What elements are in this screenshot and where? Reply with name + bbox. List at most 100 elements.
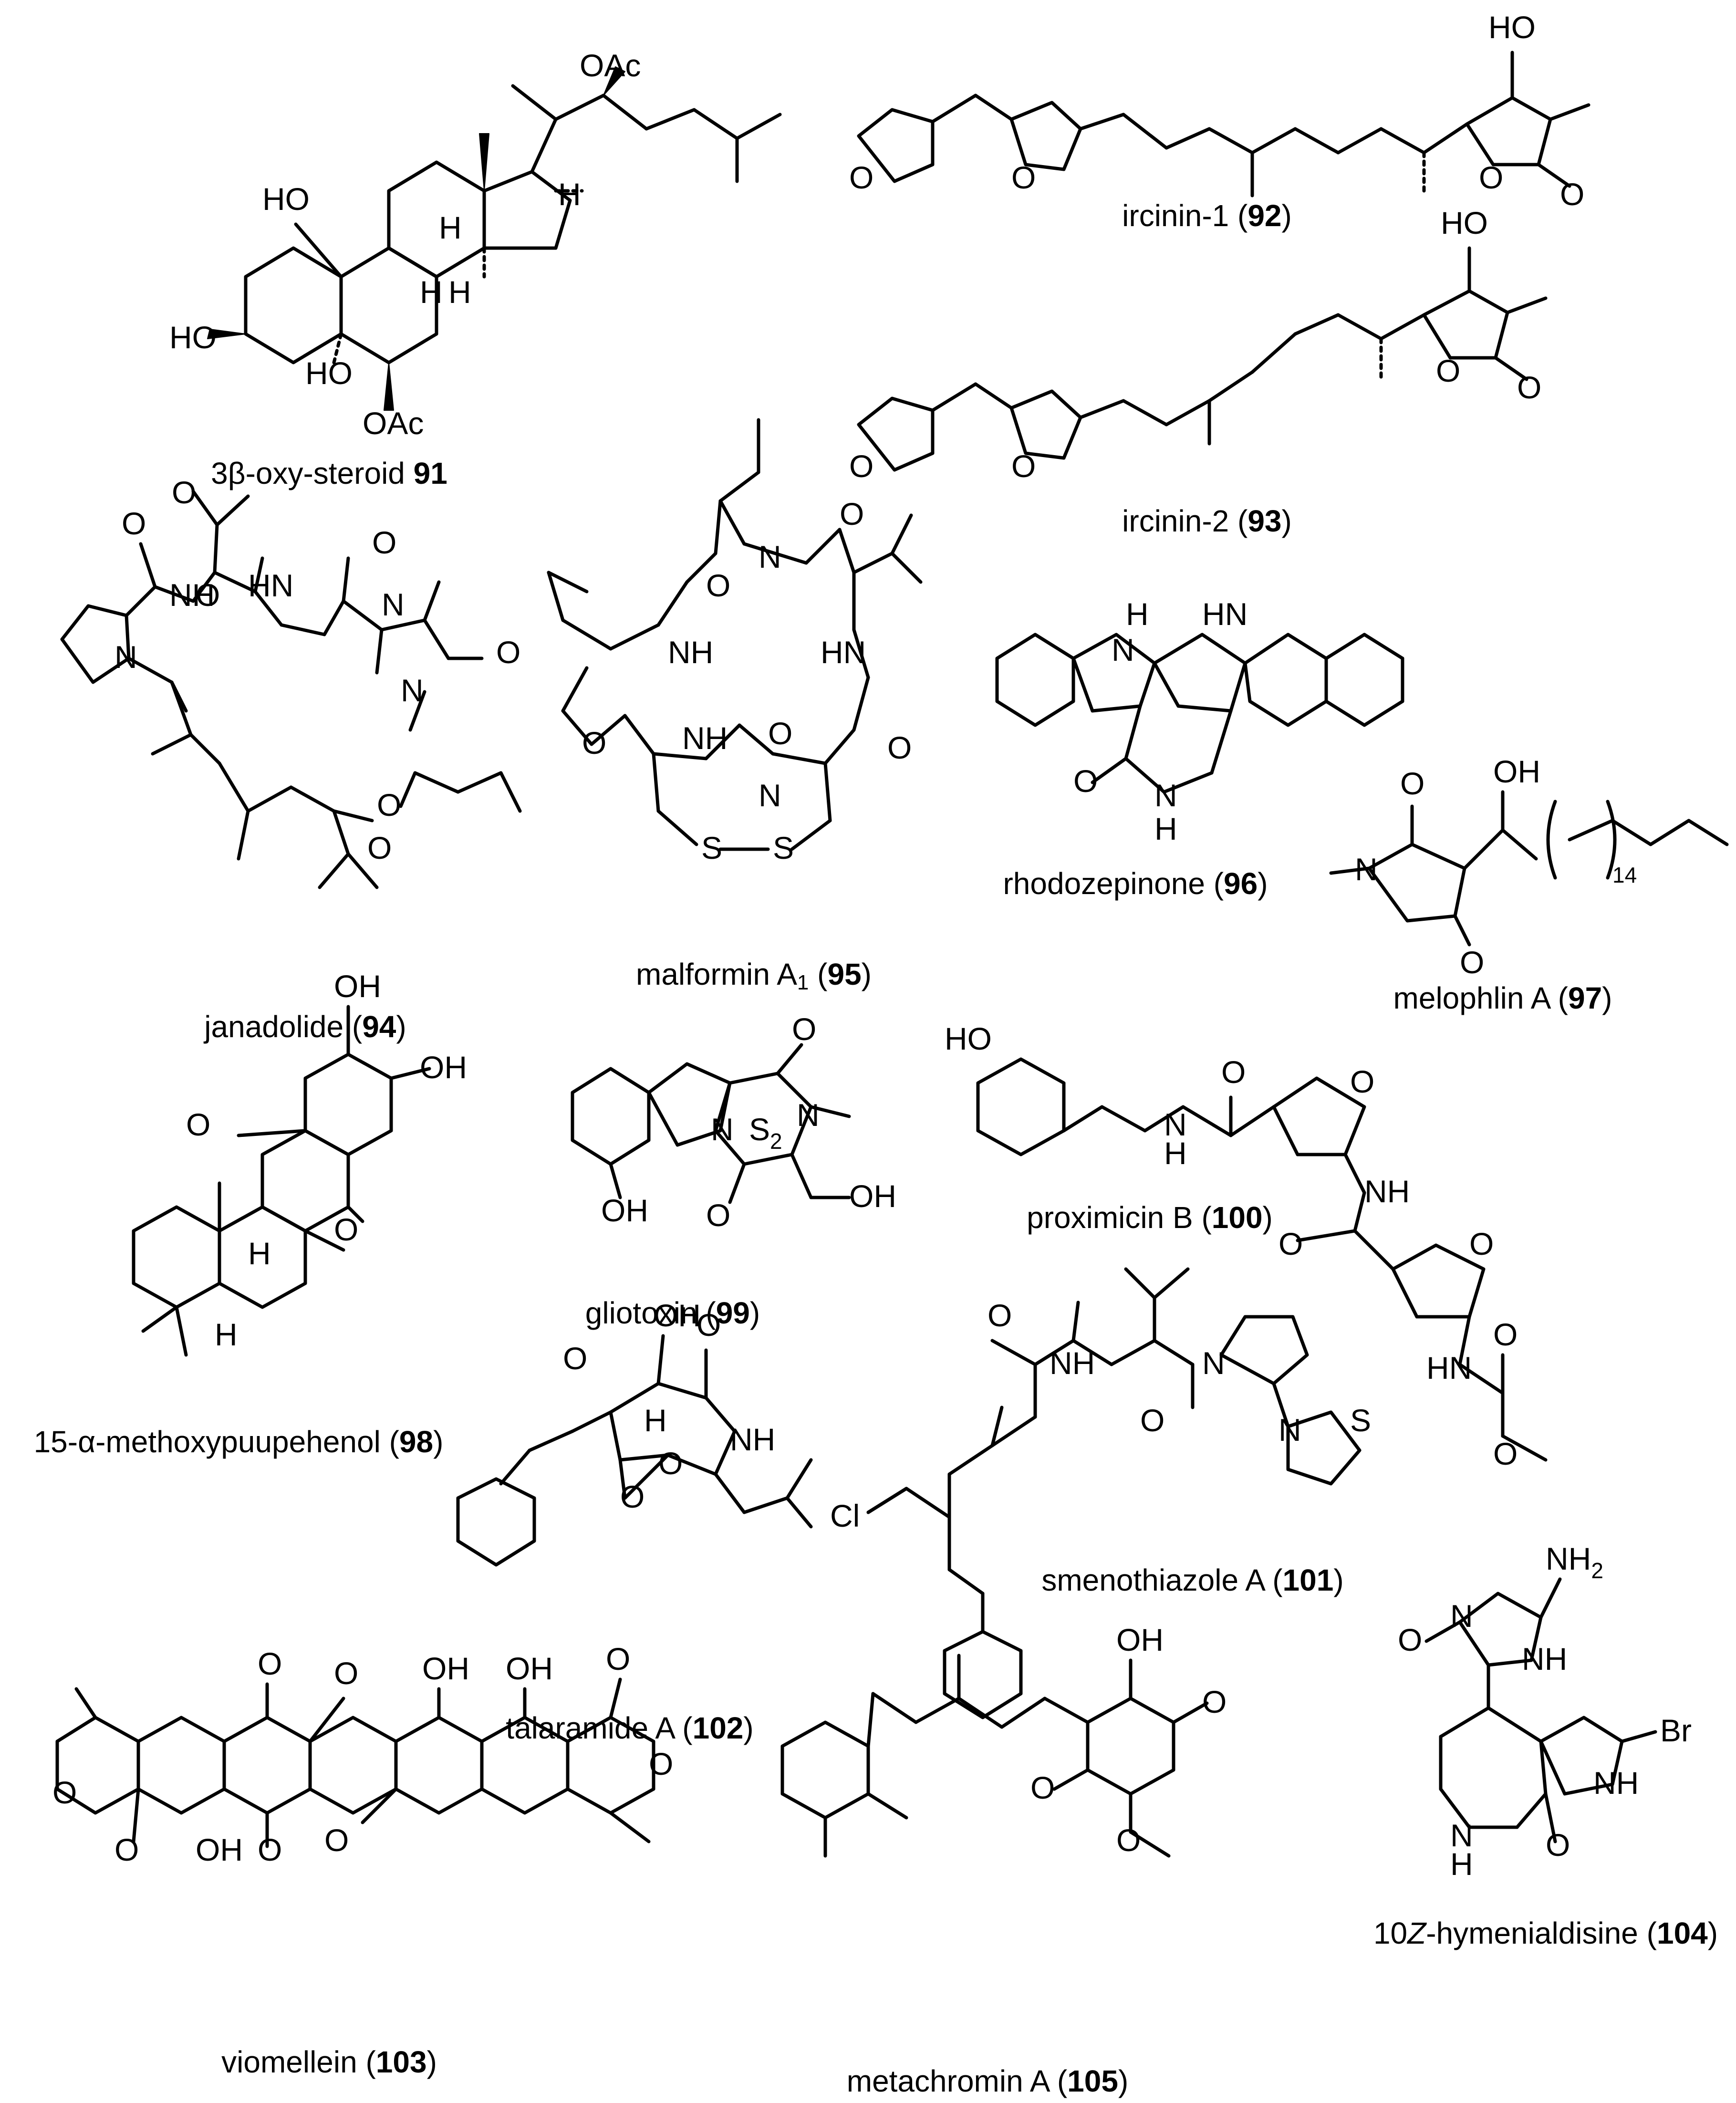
caption-93: ircinin-2 (93) (1122, 504, 1292, 538)
svg-text:H: H (1450, 1846, 1473, 1882)
caption-95: malformin A1 (95) (636, 957, 872, 994)
svg-text:N: N (759, 778, 781, 813)
svg-text:N: N (382, 587, 405, 622)
svg-text:NH: NH (668, 635, 713, 670)
structure-97: O OH N O 14 (1329, 754, 1729, 980)
svg-text:N: N (401, 673, 424, 708)
svg-text:NH: NH (169, 577, 215, 613)
oac-label-top: OAc (580, 48, 641, 83)
svg-text:N: N (114, 639, 137, 675)
svg-text:O: O (258, 1832, 282, 1867)
svg-text:HO: HO (262, 181, 310, 217)
svg-text:O: O (649, 1746, 673, 1781)
svg-text:O: O (334, 1212, 358, 1247)
caption-102: talaramide A (102) (506, 1711, 754, 1745)
svg-text:H: H (215, 1317, 238, 1352)
svg-text:N: N (711, 1112, 734, 1147)
svg-text:O: O (324, 1822, 349, 1858)
svg-text:H: H (1154, 811, 1177, 846)
svg-text:O: O (334, 1655, 358, 1691)
svg-text:HN: HN (821, 635, 866, 670)
svg-text:N: N (1112, 632, 1134, 667)
svg-text:HN: HN (1426, 1350, 1472, 1385)
oac-label-bottom: OAc (363, 406, 424, 441)
structure-96: H N HN O N H (995, 596, 1404, 846)
svg-text:O: O (849, 448, 873, 484)
svg-text:O: O (849, 160, 873, 195)
svg-text:S: S (773, 830, 794, 865)
caption-96: rhodozepinone (96) (1003, 866, 1268, 901)
caption-98: 15-α-methoxypuupehenol (98) (33, 1425, 444, 1459)
svg-text:O: O (768, 716, 792, 751)
svg-text:O: O (1073, 763, 1098, 799)
svg-text:OH: OH (1493, 754, 1540, 789)
svg-text:H: H (439, 210, 462, 245)
svg-text:N: N (1450, 1598, 1473, 1634)
svg-text:O: O (1493, 1436, 1518, 1471)
svg-text:O: O (1546, 1827, 1570, 1863)
structure-94: N O O NH HN N O O O N O O (60, 475, 522, 889)
caption-104: 10Z-hymenialdisine (104) (1373, 1916, 1718, 1950)
svg-text:O: O (52, 1775, 77, 1810)
caption-99: gliotoxin (99) (585, 1296, 760, 1330)
svg-text:O: O (1479, 160, 1503, 195)
caption-105: metachromin A (105) (846, 2064, 1129, 2098)
svg-text:O: O (1493, 1317, 1518, 1352)
svg-text:OH: OH (334, 968, 381, 1004)
svg-text:O: O (658, 1446, 683, 1481)
svg-text:OH: OH (654, 1298, 701, 1333)
svg-text:O: O (377, 787, 401, 822)
svg-text:N: N (1154, 778, 1177, 813)
svg-text:O: O (114, 1832, 139, 1867)
svg-text:O: O (122, 506, 146, 541)
svg-text:N: N (1202, 1345, 1225, 1381)
svg-text:O: O (1469, 1226, 1494, 1261)
svg-text:OH: OH (506, 1651, 553, 1686)
svg-text:NH2: NH2 (1546, 1541, 1603, 1583)
structure-98: O OH OH O H H (132, 968, 467, 1357)
svg-text:OH: OH (601, 1193, 648, 1228)
structure-91: OAc H HO H H H HO HO OAc (169, 48, 782, 441)
structure-105: OH O O O (780, 1622, 1227, 1858)
svg-text:N: N (1450, 1818, 1473, 1853)
structure-101: Cl O NH O N N S (830, 1267, 1371, 1719)
svg-text:HO: HO (1441, 205, 1488, 240)
svg-text:O: O (1560, 177, 1584, 212)
svg-text:HO: HO (169, 320, 217, 355)
svg-text:NH: NH (1522, 1641, 1567, 1676)
svg-text:NH: NH (730, 1422, 775, 1457)
svg-text:S2: S2 (749, 1112, 782, 1154)
structure-99: O N N S2 OH O OH (571, 1011, 896, 1233)
svg-text:OH: OH (849, 1178, 896, 1214)
svg-text:O: O (1140, 1403, 1164, 1438)
svg-text:N: N (1279, 1412, 1301, 1447)
svg-text:N: N (797, 1097, 820, 1133)
svg-text:H: H (1126, 596, 1149, 632)
caption-91: 3β-oxy-steroid 91 (211, 456, 447, 490)
svg-text:O: O (367, 830, 392, 865)
svg-text:HO: HO (1488, 10, 1536, 45)
svg-text:OH: OH (422, 1651, 469, 1686)
svg-text:OH: OH (420, 1050, 467, 1085)
svg-text:HO: HO (305, 355, 353, 391)
caption-94: janadolide (94) (204, 1010, 406, 1044)
svg-text:H: H (420, 274, 443, 310)
svg-text:O: O (706, 1197, 730, 1233)
svg-text:O: O (196, 577, 220, 613)
svg-text:H: H (644, 1403, 667, 1438)
svg-text:O: O (1350, 1064, 1374, 1099)
structure-92: HO O O O O (849, 10, 1590, 212)
svg-text:O: O (1030, 1770, 1055, 1805)
svg-text:HO: HO (945, 1021, 992, 1056)
svg-text:H: H (248, 1236, 271, 1271)
svg-text:OH: OH (196, 1832, 243, 1867)
structure-93: HO O O O O (849, 205, 1548, 484)
svg-text:O: O (1011, 160, 1036, 195)
svg-text:H: H (448, 274, 471, 310)
svg-text:O: O (1279, 1226, 1303, 1261)
structure-102: O OH O H NH O O (456, 1298, 813, 1567)
svg-text:O: O (172, 475, 196, 510)
structure-100: HO O N H O NH O O HN O O (945, 1021, 1548, 1471)
caption-97: melophlin A (97) (1393, 981, 1612, 1015)
svg-text:O: O (1202, 1684, 1227, 1719)
